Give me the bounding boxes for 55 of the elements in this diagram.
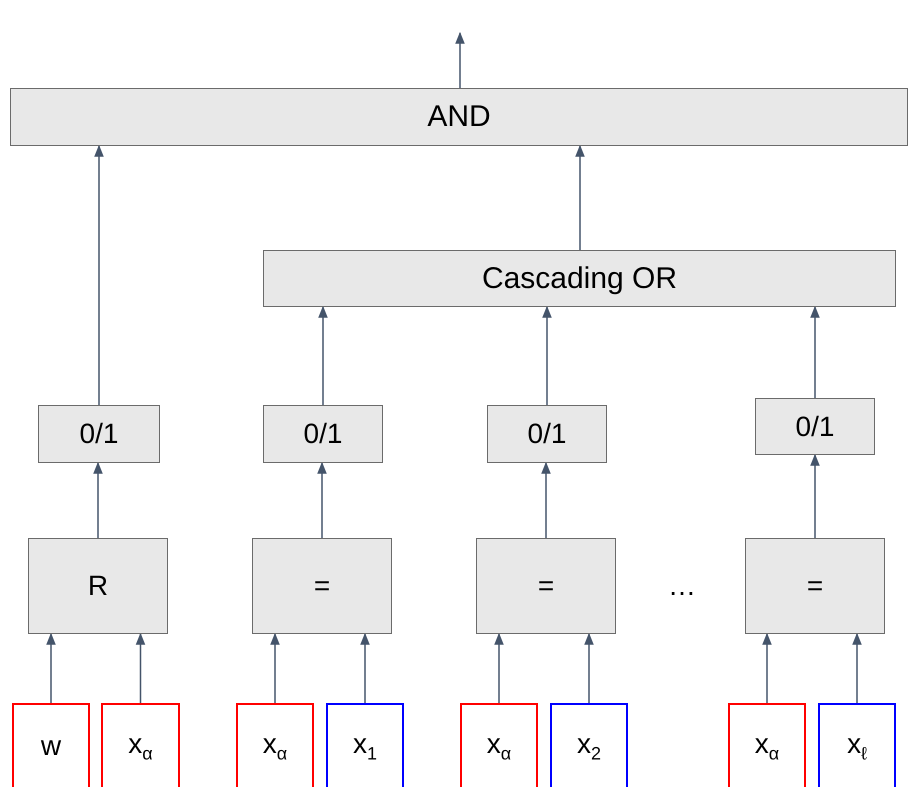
node-label: x$_{1}$ xyxy=(352,728,377,764)
arrow xyxy=(494,632,504,703)
arrow xyxy=(455,32,465,88)
arrow xyxy=(542,306,552,405)
input-box xyxy=(101,703,180,787)
node-label: = xyxy=(314,570,330,602)
node-label: x$_{α}$ xyxy=(486,728,512,764)
arrow xyxy=(852,632,862,703)
node-label: 0/1 xyxy=(304,418,342,450)
node-label: = xyxy=(538,570,554,602)
arrow xyxy=(318,306,328,405)
node-label: w xyxy=(40,730,62,762)
node-label: x$_{2}$ xyxy=(576,728,601,764)
input-box xyxy=(236,703,314,787)
arrow xyxy=(575,144,585,250)
arrow xyxy=(584,632,594,703)
node-label: 0/1 xyxy=(796,410,834,442)
arrow xyxy=(762,632,772,703)
node-label: x$_{α}$ xyxy=(754,728,780,764)
arrow xyxy=(810,454,820,538)
node-label: 0/1 xyxy=(528,418,566,450)
input-box xyxy=(818,703,896,787)
input-box xyxy=(728,703,806,787)
arrow xyxy=(93,462,103,538)
node-label: R xyxy=(88,570,108,602)
input-box xyxy=(460,703,538,787)
gate-box xyxy=(745,538,885,634)
node-label: x$_{α}$ xyxy=(128,728,153,764)
arrow xyxy=(136,632,146,703)
input-box xyxy=(326,703,404,787)
gate-box xyxy=(10,88,908,146)
gate-box xyxy=(755,398,875,455)
arrow xyxy=(317,462,327,538)
gate-box xyxy=(38,405,160,463)
node-label: AND xyxy=(427,100,491,134)
gate-box xyxy=(263,250,896,307)
input-box xyxy=(12,703,90,787)
gate-box xyxy=(263,405,383,463)
input-box xyxy=(550,703,628,787)
arrow xyxy=(46,632,56,703)
node-label: 0/1 xyxy=(80,418,118,450)
gate-box xyxy=(476,538,616,634)
gate-box xyxy=(252,538,392,634)
arrow xyxy=(360,632,370,703)
ellipsis-label: … xyxy=(668,570,696,602)
arrow xyxy=(541,462,551,538)
gate-box xyxy=(487,405,607,463)
node-label: Cascading OR xyxy=(482,262,678,296)
arrow xyxy=(270,632,280,703)
node-label: = xyxy=(806,570,824,602)
arrow xyxy=(810,306,820,398)
node-label: x$_{ℓ}$ xyxy=(847,728,867,764)
node-label: x$_{α}$ xyxy=(262,728,288,764)
gate-box xyxy=(28,538,168,634)
arrow xyxy=(94,144,104,405)
